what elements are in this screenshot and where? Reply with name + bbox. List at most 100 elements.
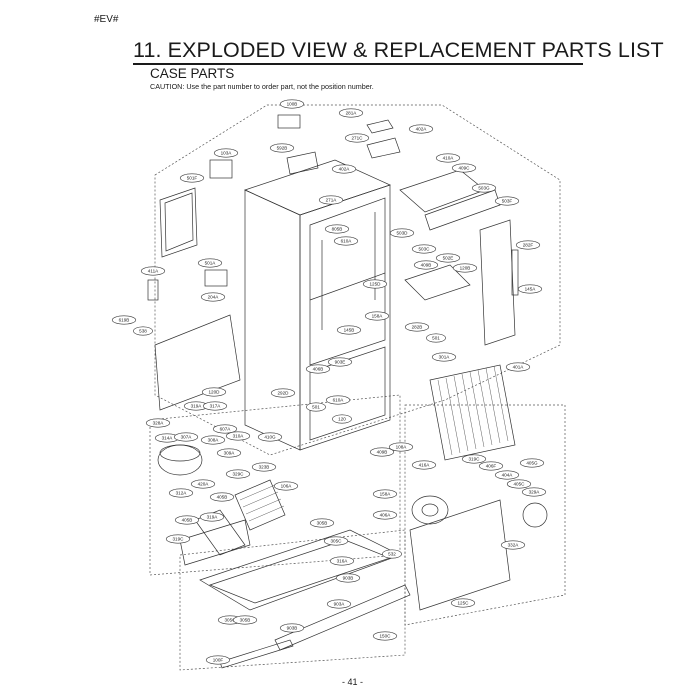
part-label: 406A <box>372 510 398 520</box>
part-label: 329C <box>225 469 251 479</box>
part-label: 903A <box>326 599 352 609</box>
part-label-text: 501F <box>187 176 198 181</box>
part-label-text: 281A <box>346 111 358 116</box>
part-label-oval <box>273 481 299 491</box>
part-label-oval <box>324 224 350 234</box>
part-label-text: 328A <box>153 421 165 426</box>
part-label-oval <box>318 195 344 205</box>
part-heater <box>511 249 519 296</box>
part-label-text: 503F <box>502 199 513 204</box>
part-label-text: 309A <box>224 451 236 456</box>
part-label: 308A <box>200 435 226 445</box>
part-label: 292D <box>270 388 296 398</box>
part-label-text: 125C <box>458 601 470 606</box>
part-label: 108A <box>388 442 414 452</box>
part-label-text: 158A <box>380 492 392 497</box>
part-label-oval <box>326 599 352 609</box>
part-label-oval <box>372 489 398 499</box>
part-label: 271A <box>318 195 344 205</box>
part-label-text: 282B <box>412 325 423 330</box>
part-top-hinge-cover <box>277 114 301 129</box>
part-label-oval <box>388 442 414 452</box>
part-label-oval <box>329 556 355 566</box>
part-label-text: 292D <box>278 391 290 396</box>
part-label: 328A <box>145 418 171 428</box>
part-label: 501F <box>179 173 205 183</box>
part-label-oval <box>435 253 461 263</box>
part-label: 409B <box>413 260 439 270</box>
part-label: 501 <box>426 333 446 343</box>
part-label-oval <box>111 315 137 325</box>
part-label-oval <box>165 534 191 544</box>
part-label-text: 903B <box>287 626 298 631</box>
page-number: - 41 - <box>342 677 364 687</box>
part-label-text: 406B <box>313 367 324 372</box>
part-label-text: 503C <box>419 247 431 252</box>
part-label-text: 903A <box>334 602 346 607</box>
part-label-oval <box>232 615 258 625</box>
part-label: 610A <box>333 236 359 246</box>
part-label-oval <box>201 387 227 397</box>
part-front-grille <box>274 584 411 651</box>
part-label: 319C <box>461 454 487 464</box>
part-label: 420A <box>190 479 216 489</box>
part-label-text: 405B <box>182 518 193 523</box>
part-label-text: 502E <box>443 256 454 261</box>
part-label-text: 405B <box>217 495 228 500</box>
part-label-text: 319C <box>469 457 481 462</box>
part-label: 409B <box>369 447 395 457</box>
part-label: 805B <box>324 224 350 234</box>
part-label-oval <box>216 448 242 458</box>
part-label-oval <box>431 352 457 362</box>
part-label-oval <box>305 364 331 374</box>
part-label-oval <box>173 432 199 442</box>
part-label-group: 100B281A402A592B271C402A103A410A409C501F… <box>111 99 547 665</box>
part-label-oval <box>461 454 487 464</box>
part-label-text: 317A <box>210 404 222 409</box>
part-label: 317A <box>202 401 228 411</box>
part-label-text: 145B <box>344 328 355 333</box>
part-label: 532 <box>382 549 402 559</box>
part-label-oval <box>225 431 251 441</box>
cabinet-body <box>244 159 391 451</box>
part-label-text: 409B <box>377 450 388 455</box>
part-label-oval <box>411 460 437 470</box>
part-label-text: 410A <box>443 156 455 161</box>
part-label: 409C <box>451 163 477 173</box>
part-label-text: 125D <box>370 282 382 287</box>
part-rear-cover <box>409 499 511 611</box>
part-label: 150C <box>372 631 398 641</box>
part-label-text: 409B <box>421 263 432 268</box>
part-label-text: 532 <box>388 552 396 557</box>
part-label-text: 404A <box>502 473 514 478</box>
part-label-text: 100B <box>287 102 298 107</box>
part-label: 410G <box>257 432 283 442</box>
part-label-text: 592B <box>277 146 288 151</box>
part-icemaker-tray <box>399 169 486 213</box>
part-label-text: 100F <box>213 658 224 663</box>
part-label: 125C <box>450 598 476 608</box>
part-label: 410A <box>435 153 461 163</box>
part-label: 405C <box>506 479 532 489</box>
part-label-text: 406F <box>486 464 497 469</box>
part-fan-shroud <box>411 495 449 525</box>
part-label-oval <box>202 401 228 411</box>
part-label-oval <box>179 173 205 183</box>
part-label: 204A <box>200 292 226 302</box>
part-label-oval <box>251 462 277 472</box>
part-label: 503C <box>411 244 437 254</box>
part-label-text: 405C <box>514 482 526 487</box>
part-label: 301A <box>431 352 457 362</box>
part-label-oval <box>362 279 388 289</box>
part-label-oval <box>336 325 362 335</box>
part-label-oval <box>205 655 231 665</box>
part-label-oval <box>197 258 223 268</box>
part-label-oval <box>515 240 541 250</box>
part-label: 100B <box>279 99 305 109</box>
part-label-text: 204A <box>208 295 220 300</box>
part-label-oval <box>279 623 305 633</box>
part-evaporator <box>429 364 516 461</box>
part-toe-kick <box>219 639 294 669</box>
title-underline <box>133 63 583 65</box>
part-label-oval <box>505 362 531 372</box>
